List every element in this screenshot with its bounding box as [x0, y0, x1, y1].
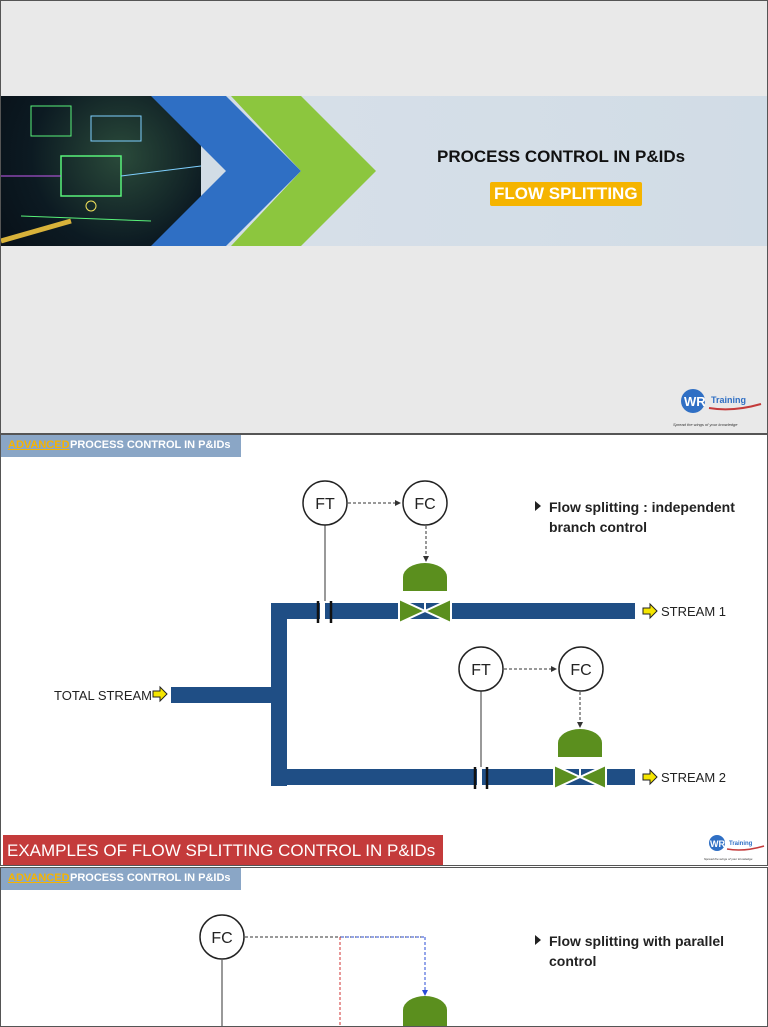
flow-controller-2: [558, 646, 604, 692]
logo-tagline-small: Spread the wings of your knowledge: [704, 857, 753, 861]
bullet-line-1: Flow splitting : independent: [549, 499, 735, 515]
independent-branch-slide: ADVANCED PROCESS CONTROL IN P&IDs FT FC: [0, 434, 768, 866]
stream1-label: STREAM 1: [661, 604, 726, 619]
fc-2-label: FC: [570, 662, 591, 679]
bullet-arrow-icon-2: [535, 935, 541, 945]
control-valve-1-icon: [398, 563, 452, 625]
wr-training-logo: WR Training Spread the wings of your kno…: [673, 386, 765, 432]
ft-1-label: FT: [315, 496, 335, 513]
total-stream-label: TOTAL STREAM: [54, 688, 152, 703]
chevron-arrows: [151, 96, 376, 246]
header-title-2: PROCESS CONTROL IN P&IDs: [70, 872, 231, 884]
bullet-line-1-parallel: Flow splitting with parallel: [549, 933, 725, 949]
pid-diagram-parallel: FC: [199, 914, 447, 1026]
header-advanced: ADVANCED: [8, 439, 70, 451]
control-valve-actuator-icon: [403, 996, 447, 1026]
stream2-label: STREAM 2: [661, 770, 726, 785]
branch2-pipe: [271, 769, 635, 785]
blue-chevron: [151, 96, 301, 246]
flow-transmitter-2: [458, 646, 504, 692]
bullet-line-2: branch control: [549, 519, 648, 535]
stream2-arrow-icon: [642, 768, 658, 786]
fc-1-label: FC: [414, 496, 435, 513]
logo-tagline: Spread the wings of your knowledge: [673, 422, 738, 427]
examples-title-banner: EXAMPLES OF FLOW SPLITTING CONTROL IN P&…: [3, 835, 444, 865]
slide-title: PROCESS CONTROL IN P&IDs: [437, 147, 686, 166]
title-slide: PROCESS CONTROL IN P&IDs FLOW SPLITTING …: [0, 0, 768, 434]
fc-parallel-label: FC: [211, 930, 232, 947]
logo-word-small: Training: [729, 841, 753, 847]
stream1-arrow-icon: [642, 602, 658, 620]
logo-word: Training: [711, 395, 746, 405]
branch1-pipe: [271, 603, 635, 619]
logo-mark-small-icon: [709, 835, 725, 851]
flow-controller-parallel: [199, 914, 245, 960]
parallel-control-slide: ADVANCED PROCESS CONTROL IN P&IDs FC Flo…: [0, 867, 768, 1027]
inlet-pipe: [171, 687, 287, 703]
section-header-bar: ADVANCED PROCESS CONTROL IN P&IDs: [1, 435, 241, 457]
orifice-gap-1: [320, 603, 325, 623]
green-chevron: [231, 96, 376, 246]
bullet-independent: Flow splitting : independent branch cont…: [535, 497, 735, 537]
logo-mark-icon: [681, 389, 705, 413]
orifice-gap-2: [477, 769, 482, 789]
ft-2-label: FT: [471, 662, 491, 679]
header-title: PROCESS CONTROL IN P&IDs: [70, 439, 231, 451]
section-header-bar-2: ADVANCED PROCESS CONTROL IN P&IDs: [1, 868, 241, 890]
circuit-board-photo: [1, 96, 201, 246]
logo-brand-small: WR: [710, 839, 725, 849]
control-valve-2-icon: [553, 729, 607, 791]
flow-transmitter-1: [302, 480, 348, 526]
slide-subtitle-badge: FLOW SPLITTING: [490, 182, 642, 206]
flow-controller-1: [402, 480, 448, 526]
title-banner: [1, 96, 767, 246]
bullet-arrow-icon: [535, 501, 541, 511]
pid-diagram-independent: FT FC FT FC STREAM 1 STREAM 2 TOTA: [54, 480, 726, 791]
wr-training-logo-small: WR Training Spread the wings of your kno…: [704, 833, 766, 863]
bullet-line-2-parallel: control: [549, 953, 597, 969]
total-stream-arrow-icon: [152, 685, 168, 703]
bullet-parallel: Flow splitting with parallel control: [535, 931, 725, 971]
header-advanced-2: ADVANCED: [8, 872, 70, 884]
circuit-board-graphic: [1, 105, 201, 244]
logo-brand: WR: [684, 394, 706, 409]
